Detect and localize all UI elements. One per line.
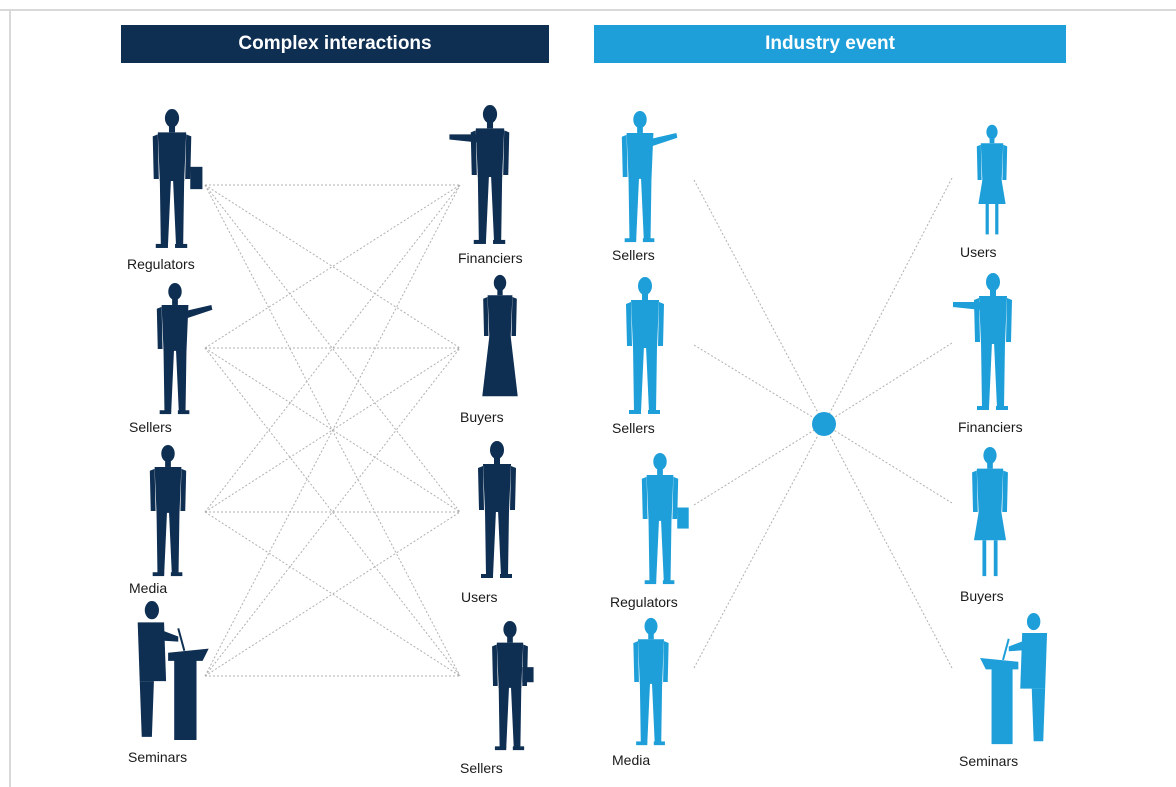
frame-top-border — [0, 9, 1176, 11]
connection-line-1-3 — [204, 347, 461, 677]
connection-line-1-0 — [204, 184, 461, 349]
connection-line-2-0 — [204, 184, 461, 513]
right-panel-label-media: Media — [612, 752, 651, 768]
left-panel-label-media: Media — [129, 580, 168, 596]
right-panel-label-regulators: Regulators — [610, 594, 678, 610]
regulators-figure — [152, 109, 203, 248]
left-panel-label-sellers-right: Sellers — [460, 760, 503, 776]
connection-line-2-1 — [204, 347, 461, 513]
connection-line-0-1 — [204, 184, 461, 349]
spoke-line-1 — [693, 344, 825, 425]
connection-line-0-2 — [204, 184, 461, 513]
sellers-figure-1 — [621, 110, 678, 243]
sellers-figure-left — [156, 282, 213, 415]
spoke-line-3 — [693, 423, 825, 669]
regulators-figure-right — [641, 452, 689, 585]
right-panel-label-buyers: Buyers — [960, 588, 1004, 604]
left-panel-label-seminars: Seminars — [128, 749, 188, 765]
sellers-figure-2 — [626, 277, 664, 414]
left-panel-label-users: Users — [461, 589, 498, 605]
connection-line-3-1 — [204, 347, 461, 677]
frame-left-border — [9, 9, 11, 787]
right-panel-label-seminars: Seminars — [959, 753, 1019, 769]
seminars-figure — [137, 601, 209, 740]
right-panel-label-sellers-1: Sellers — [612, 247, 655, 263]
right-panel-label-users: Users — [960, 244, 997, 260]
hub-node — [812, 412, 836, 436]
connection-line-3-0 — [204, 184, 461, 677]
right-panel-label-financiers: Financiers — [958, 419, 1023, 435]
connection-line-2-3 — [204, 511, 461, 677]
industry-event-banner: Industry event — [594, 25, 1066, 63]
spoke-line-2 — [693, 423, 825, 506]
left-panel-label-buyers: Buyers — [460, 409, 504, 425]
media-figure — [149, 444, 187, 577]
right-panel-label-sellers-2: Sellers — [612, 420, 655, 436]
left-panel-label-regulators: Regulators — [127, 256, 195, 272]
sellers-figure-right — [492, 620, 534, 751]
complex-interactions-banner: Complex interactions — [121, 25, 549, 63]
left-panel-label-financiers: Financiers — [458, 250, 523, 266]
seminars-figure-right — [980, 612, 1048, 745]
media-figure-right — [633, 617, 669, 746]
users-figure-right — [976, 124, 1008, 235]
spoke-line-6 — [823, 423, 953, 504]
financiers-figure-right — [953, 273, 1012, 410]
connection-line-1-2 — [204, 347, 461, 513]
financiers-figure — [449, 105, 510, 244]
left-panel-label-sellers: Sellers — [129, 419, 172, 435]
connection-line-3-2 — [204, 511, 461, 677]
spoke-line-5 — [823, 342, 953, 425]
users-figure — [478, 441, 516, 578]
spoke-line-4 — [823, 177, 953, 425]
buyers-figure — [482, 274, 518, 397]
buyers-figure-right — [972, 446, 1008, 577]
spoke-line-7 — [823, 423, 953, 669]
spoke-line-0 — [693, 179, 825, 425]
